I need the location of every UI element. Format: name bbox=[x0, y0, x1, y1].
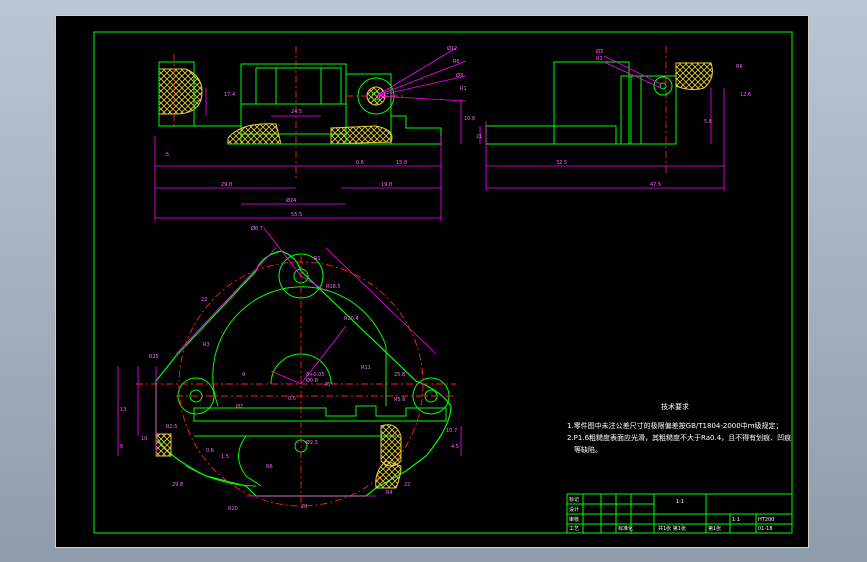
cad-viewport[interactable]: Ø12 R6 Ø3 R1 17.4 24.5 10.6 7 5 15.8 29.… bbox=[55, 15, 809, 548]
tb-code: 01-18 bbox=[758, 526, 773, 532]
dim-24-5: 24.5 bbox=[291, 109, 302, 115]
side-hatch bbox=[675, 62, 713, 91]
tb-scale: 1:1 bbox=[732, 517, 740, 523]
dim-phi24: Ø24 bbox=[286, 197, 296, 204]
plan-dim-8: 8+0.05 bbox=[306, 372, 325, 378]
dim-r1: R1 bbox=[460, 86, 467, 92]
dim-10-6: 10.6 bbox=[464, 116, 475, 122]
tech-req-line-3: 等缺陷。 bbox=[574, 445, 602, 454]
engineering-drawing: Ø12 R6 Ø3 R1 17.4 24.5 10.6 7 5 15.8 29.… bbox=[93, 31, 793, 534]
dim-17-4: 17.4 bbox=[224, 92, 235, 98]
dim-phi3: Ø3 bbox=[456, 72, 463, 79]
side-view bbox=[479, 46, 725, 191]
plan-dim-20: 20 bbox=[301, 504, 307, 510]
tb-std: 标准化 bbox=[618, 525, 633, 532]
plan-dim-25-8: 25.8 bbox=[394, 372, 405, 378]
side-dim-32-5: 32.5 bbox=[556, 160, 567, 166]
side-view-dims: Ø3 R1 21 5.8 32.5 47.5 R6 12.6 bbox=[476, 48, 751, 188]
tb-row-2: 设计 bbox=[569, 506, 579, 513]
plan-dim-1-5: 1.5 bbox=[221, 454, 229, 460]
plan-dim-29-8: 29.8 bbox=[172, 482, 183, 488]
plan-dim-phi0-8: Ø0.8 bbox=[306, 377, 318, 384]
tech-req-line-2: 2.P1.6粗糙度表面应光滑，其粗糙度不大于Ra0.4，且不得有划痕、凹痕 bbox=[567, 433, 791, 442]
tb-name-cell: 1:1 bbox=[676, 499, 684, 505]
dim-19-8: 19.8 bbox=[381, 182, 392, 188]
tb-row-1: 标记 bbox=[569, 496, 579, 503]
title-block: 标记 设计 审核 工艺 标准化 1:1 1:1 HT200 共1张 第1张 第1… bbox=[566, 493, 793, 534]
plan-dim-r1: R1 bbox=[314, 256, 321, 262]
plan-dim-4-5: 4.5 bbox=[451, 444, 459, 450]
dim-5: 5 bbox=[166, 152, 169, 158]
plan-dim-0-5: 0.5 bbox=[288, 396, 296, 402]
plan-dim-r18-5: R18.5 bbox=[326, 284, 341, 290]
side-dim-21: 21 bbox=[476, 134, 482, 140]
drawing-border bbox=[93, 31, 793, 534]
dim-r6: R6 bbox=[453, 59, 460, 65]
plan-view bbox=[117, 227, 462, 507]
plan-dim-r5-6: R5.6 bbox=[394, 397, 405, 403]
plan-dim-r4: R4 bbox=[386, 490, 393, 496]
plan-dim-phi8-7: Ø8.7 bbox=[251, 225, 263, 232]
plan-dim-6: 6 bbox=[120, 444, 123, 450]
front-view-dims: Ø12 R6 Ø3 R1 17.4 24.5 10.6 7 5 15.8 29.… bbox=[166, 45, 475, 218]
tb-row-3: 审核 bbox=[569, 516, 579, 523]
dim-0-6: 0.6 bbox=[356, 160, 364, 166]
side-dim-5-8: 5.8 bbox=[704, 119, 712, 125]
front-left-boss bbox=[158, 68, 203, 115]
tech-req-title: 技术要求 bbox=[661, 402, 689, 411]
plan-dim-22: 22 bbox=[201, 297, 207, 303]
plan-dim-r25: R25 bbox=[149, 354, 159, 360]
plan-dim-r20: R20 bbox=[228, 506, 238, 512]
plan-dim-13: 13 bbox=[120, 407, 126, 413]
plan-dim-r2-5: R2.5 bbox=[166, 424, 177, 430]
side-dim-47-5: 47.5 bbox=[650, 182, 661, 188]
plan-dim-phi2: Ø2 bbox=[236, 403, 243, 410]
plan-dim-r3: R3 bbox=[203, 342, 210, 348]
dim-7: 7 bbox=[196, 100, 199, 106]
plan-outline bbox=[155, 250, 452, 497]
plan-dim-r20-4: R20.4 bbox=[344, 316, 359, 322]
front-bottom-hatch-right bbox=[330, 125, 393, 145]
plan-center-arc bbox=[212, 286, 387, 407]
side-dim-r6: R6 bbox=[736, 64, 743, 70]
side-dim-phi3: Ø3 bbox=[596, 48, 603, 55]
tech-req-line-1: 1.零件图中未注公差尺寸的极限偏差按GB/T1804-2000中m级规定； bbox=[567, 421, 783, 430]
dim-phi12: Ø12 bbox=[447, 45, 457, 52]
plan-dim-10-7: 10.7 bbox=[446, 428, 457, 434]
plan-dim-9: 9 bbox=[242, 372, 245, 378]
dim-29-8: 29.8 bbox=[221, 182, 232, 188]
tb-sheet: 共1张 第1张 bbox=[658, 525, 686, 532]
front-view bbox=[154, 46, 467, 221]
plan-dim-r6: R6 bbox=[266, 464, 273, 470]
tb-part: 第1张 bbox=[708, 525, 721, 532]
dim-15-8: 15.8 bbox=[396, 160, 407, 166]
side-dim-12-6: 12.6 bbox=[740, 92, 751, 98]
dim-55-5: 55.5 bbox=[291, 212, 302, 218]
plan-dim-45deg: 45° bbox=[324, 382, 333, 388]
plan-dim-0-6: 0.6 bbox=[206, 448, 214, 454]
plan-dim-22b: 22 bbox=[404, 482, 410, 488]
side-dim-r1: R1 bbox=[596, 56, 603, 62]
front-bottom-hatch-left bbox=[227, 123, 282, 145]
technical-requirements: 技术要求 1.零件图中未注公差尺寸的极限偏差按GB/T1804-2000中m级规… bbox=[567, 402, 791, 454]
plan-dim-10: 10 bbox=[141, 436, 147, 442]
plan-dim-r11: R11 bbox=[361, 365, 371, 371]
tb-material: HT200 bbox=[758, 517, 774, 523]
tb-row-4: 工艺 bbox=[569, 526, 579, 532]
plan-view-dims: Ø8.7 R1 R18.5 Ø0.8 8+0.05 R3 R11 R20.4 2… bbox=[120, 225, 459, 512]
plan-dim-phi2-5: Ø2.5 bbox=[306, 439, 318, 446]
